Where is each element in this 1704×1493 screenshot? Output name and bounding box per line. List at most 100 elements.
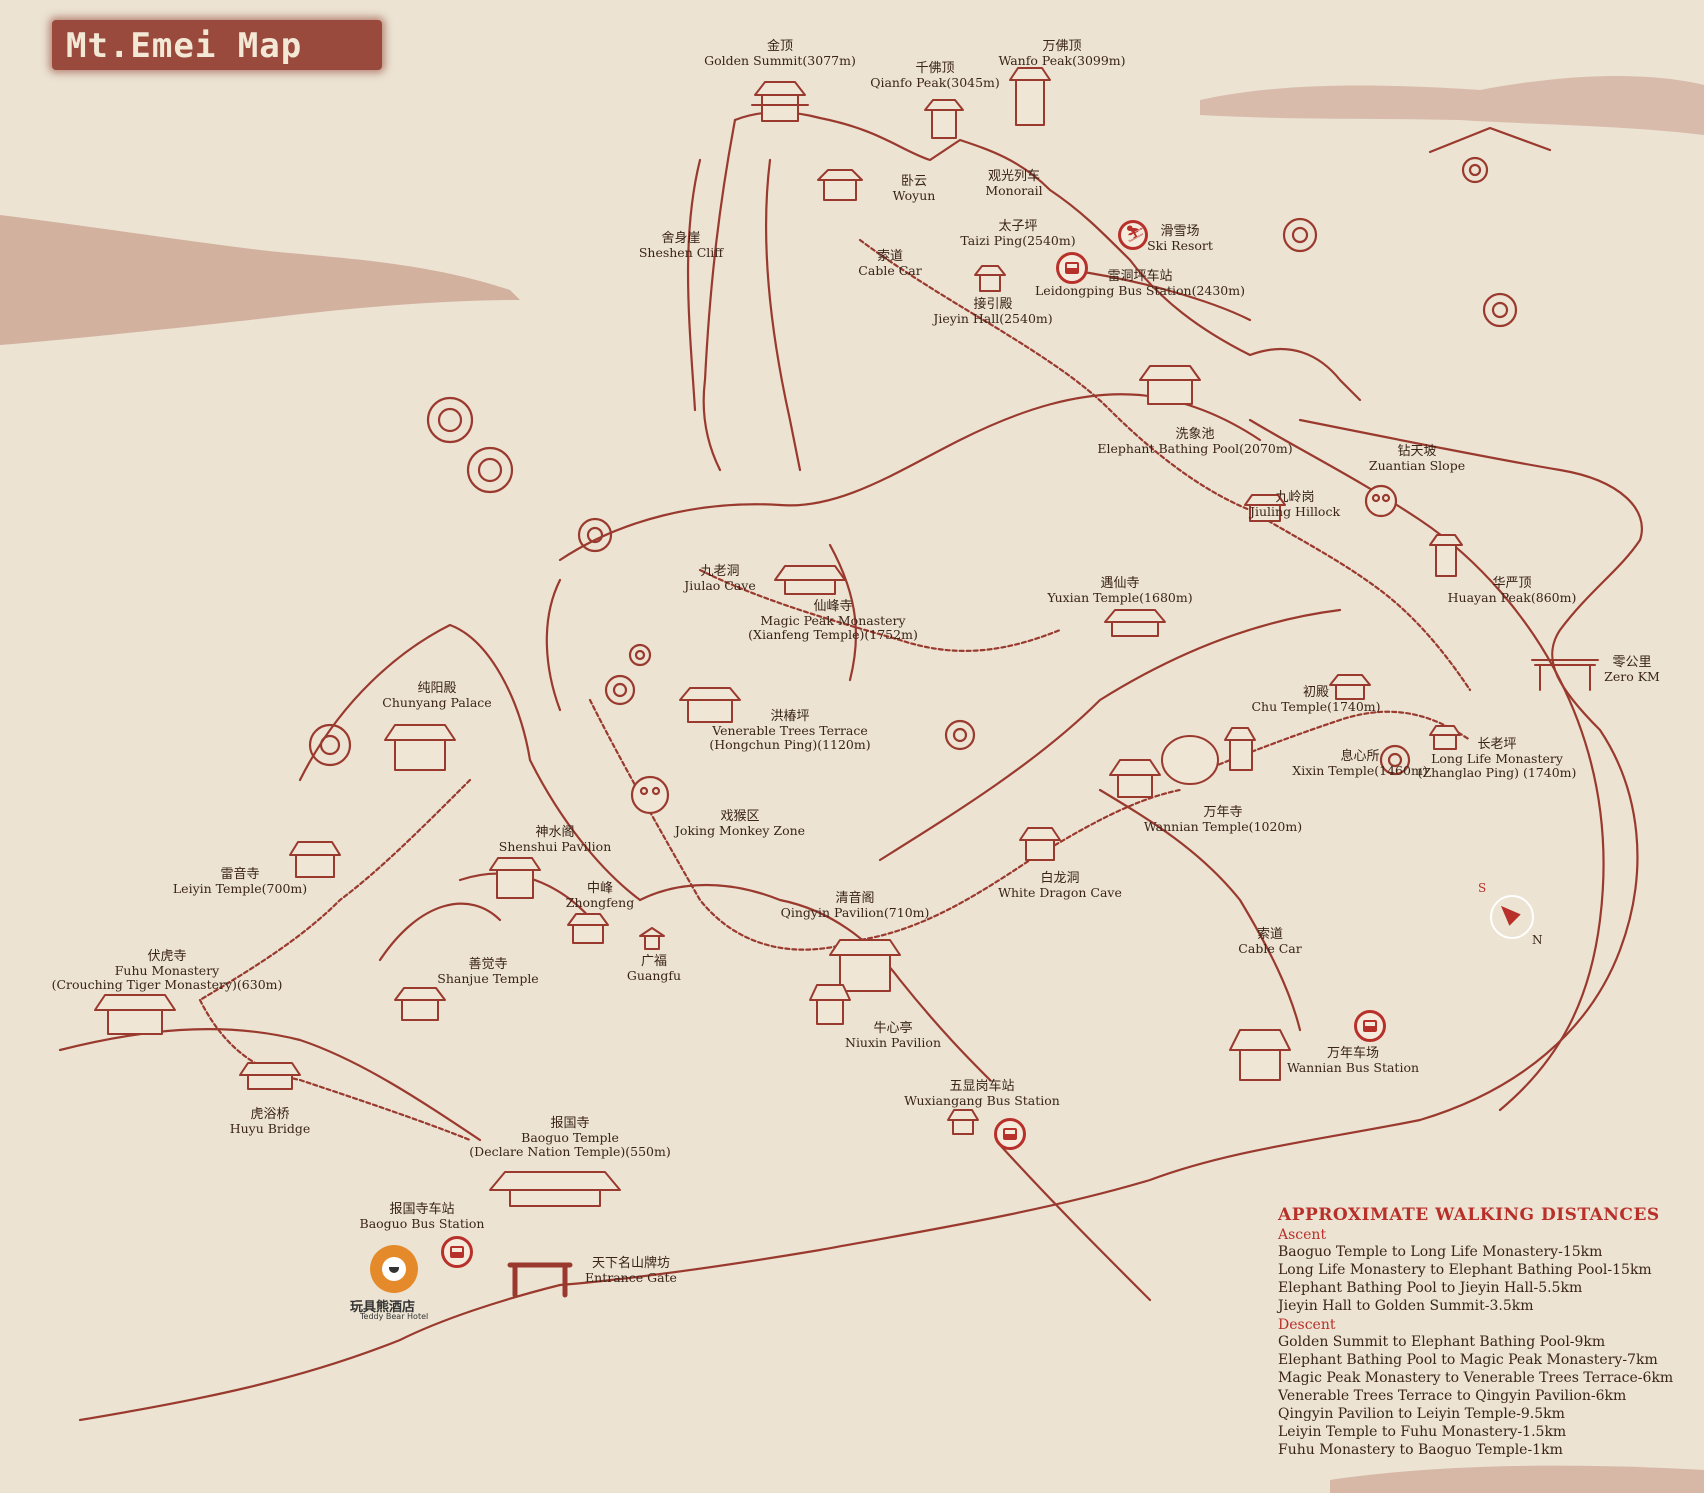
temple-elephant-pool bbox=[1139, 365, 1201, 405]
gate-zero-km bbox=[1531, 659, 1599, 691]
compass-arrow-icon bbox=[1495, 900, 1521, 926]
temple-venerable bbox=[679, 687, 741, 723]
mid-valley bbox=[545, 543, 858, 712]
temple-wannian bbox=[1109, 727, 1256, 798]
temple-fuhu bbox=[94, 994, 176, 1035]
compass-south: S bbox=[1478, 881, 1487, 895]
ink-wash-left bbox=[0, 215, 520, 345]
temple-golden-summit bbox=[751, 81, 809, 122]
teddy-bear-hotel-sub: Teddy Bear Hotel bbox=[360, 1312, 429, 1321]
temple-shanjue bbox=[394, 987, 446, 1021]
temple-shenshui bbox=[489, 857, 541, 899]
summit-ridge bbox=[733, 111, 1362, 402]
descent-item: Magic Peak Monastery to Venerable Trees … bbox=[1278, 1370, 1674, 1386]
temple-huayan bbox=[1429, 534, 1463, 577]
temple-zhongfeng bbox=[567, 913, 609, 944]
descent-item: Elephant Bathing Pool to Magic Peak Mona… bbox=[1278, 1352, 1658, 1368]
trail-fuhu bbox=[198, 998, 472, 1142]
temple-chu bbox=[1329, 674, 1371, 700]
temple-baoguo bbox=[489, 1171, 621, 1207]
mid-ridge bbox=[558, 393, 1262, 562]
ascent-item: Baoguo Temple to Long Life Monastery-15k… bbox=[1278, 1244, 1603, 1260]
main-road bbox=[558, 418, 1643, 1287]
compass-icon: S N bbox=[1478, 881, 1543, 947]
mid-east-ridge bbox=[878, 608, 1342, 862]
distant-peak bbox=[1428, 126, 1552, 154]
temple-icons bbox=[94, 67, 1599, 1298]
temple-niuxin bbox=[809, 984, 851, 1025]
descent-label: Descent bbox=[1278, 1317, 1336, 1333]
teddy-bear-hotel-name: 玩具熊酒店 bbox=[350, 1300, 416, 1315]
trail-magic bbox=[698, 568, 1062, 653]
road-to-wuxiangang bbox=[998, 1143, 1152, 1302]
monkey-icons bbox=[630, 484, 1398, 815]
temple-chunyang bbox=[384, 724, 456, 771]
sheshen-cliff bbox=[702, 118, 802, 472]
west-cliff bbox=[686, 158, 702, 412]
bus-icon-wannian bbox=[1354, 1010, 1386, 1042]
ascent-item: Jieyin Hall to Golden Summit-3.5km bbox=[1278, 1298, 1534, 1314]
road-to-baoguo bbox=[78, 1283, 562, 1422]
teddy-bear-hotel-logo bbox=[370, 1245, 418, 1293]
bus-icon-leidongping bbox=[1056, 252, 1088, 284]
temple-wanfo bbox=[1009, 67, 1051, 126]
foothill-mid bbox=[638, 883, 992, 1082]
west-range bbox=[298, 623, 642, 902]
descent-item: Golden Summit to Elephant Bathing Pool-9… bbox=[1278, 1334, 1606, 1350]
ink-wash-right bbox=[1200, 75, 1704, 135]
bus-icon-baoguo bbox=[441, 1236, 473, 1268]
descent-item: Venerable Trees Terrace to Qingyin Pavil… bbox=[1278, 1388, 1627, 1404]
ink-wash-bottom bbox=[1330, 1465, 1704, 1493]
temple-woyun bbox=[817, 169, 863, 201]
temple-yuxian bbox=[1104, 609, 1166, 637]
temple-jieyin bbox=[974, 265, 1006, 292]
temple-qingyin bbox=[829, 939, 901, 992]
temple-leiyin bbox=[289, 841, 341, 878]
temple-long-life bbox=[1429, 725, 1461, 750]
temple-magic-peak bbox=[774, 565, 846, 595]
map-title: Mt.Emei Map bbox=[66, 26, 303, 66]
wannian-hill bbox=[1098, 788, 1302, 1032]
temple-wannian-bus bbox=[1229, 1029, 1291, 1081]
temple-guangfu bbox=[639, 927, 665, 950]
ski-resort-icon bbox=[1118, 220, 1148, 250]
